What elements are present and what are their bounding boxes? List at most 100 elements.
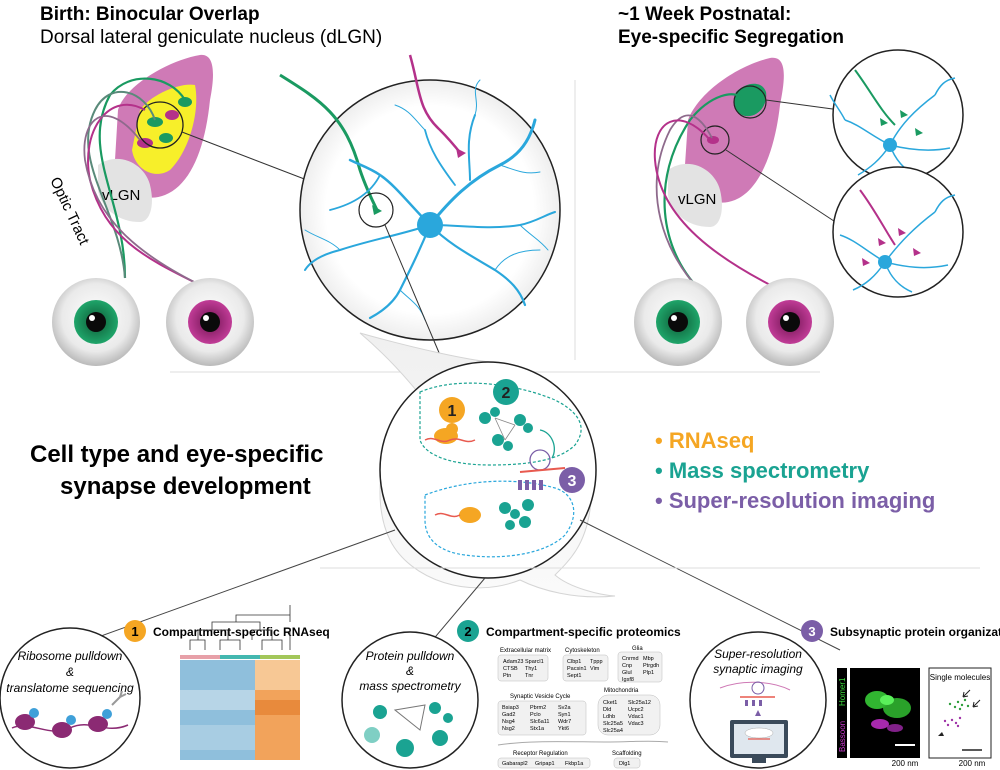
top-right-section: ~1 Week Postnatal: Eye-specific Segregat… <box>618 4 964 366</box>
legend-super-resolution: • Super-resolution imaging <box>655 488 935 513</box>
panel1-circle-line3: translatome sequencing <box>6 681 134 695</box>
panel2-number-badge <box>457 620 479 642</box>
gene: Ykt6 <box>558 726 569 732</box>
gene: Slc25a4 <box>603 728 623 734</box>
rnaseq-heatmap <box>180 605 300 760</box>
panel3-title: Subsynaptic protein organization <box>830 625 1000 639</box>
optic-tract-mixed-right <box>655 114 713 291</box>
optic-tract-green-right <box>663 93 746 291</box>
magenta-terminal <box>707 136 719 144</box>
go-glia: Glia <box>632 646 643 652</box>
gene: Bsiap3 <box>502 705 519 711</box>
magenta-bouton <box>456 148 466 158</box>
gene: Slc25a12 <box>628 700 651 706</box>
top-left-section: Birth: Binocular Overlap Dorsal lateral … <box>40 4 382 366</box>
go-receptor-regulation: Receptor Regulation <box>513 751 568 757</box>
gene: Gad2 <box>502 712 515 718</box>
channel-bassoon: Bassoon <box>838 721 847 752</box>
neuron-soma <box>417 212 443 238</box>
birth-title: Birth: Binocular Overlap <box>40 4 260 25</box>
gene: Gripap1 <box>535 761 555 767</box>
dlgn-subtitle: Dorsal lateral geniculate nucleus (dLGN) <box>40 27 382 48</box>
postnatal-title-line2: Eye-specific Segregation <box>618 27 844 48</box>
marker-1-label: 1 <box>448 403 457 420</box>
panel1-circle-line2: & <box>66 665 74 679</box>
legend-rnaseq: • RNAseq <box>655 428 754 453</box>
gene: Sept1 <box>567 673 581 679</box>
gene: CTSB <box>503 666 518 672</box>
gene: Mbp <box>643 656 654 662</box>
postsynaptic-terminal <box>424 480 575 558</box>
green-axon <box>279 73 380 213</box>
green-eye-left <box>52 278 140 366</box>
gene: Dld <box>603 707 611 713</box>
panel2-circle-line2: & <box>406 664 414 678</box>
vlgn-shape-left <box>98 158 152 222</box>
relay-neuron <box>304 79 556 321</box>
magenta-segregated-neuron <box>832 166 964 298</box>
gene: Cnrmd <box>622 656 639 662</box>
panel1-title: Compartment-specific RNAseq <box>153 625 330 639</box>
marker-2 <box>493 379 519 405</box>
panel-proteomics: 2 Compartment-specific proteomics Protei… <box>341 620 681 769</box>
microscope-monitor-art <box>719 681 791 763</box>
gene: Clbp1 <box>567 659 581 665</box>
gene: Wdr7 <box>558 719 571 725</box>
go-scaffolding: Scaffolding <box>612 751 642 757</box>
active-zone <box>519 467 566 473</box>
marker-1 <box>439 397 465 423</box>
green-terminal <box>178 97 192 107</box>
membrane-line <box>497 740 669 746</box>
green-segregated-neuron <box>829 49 964 181</box>
gene: Vdac1 <box>628 714 644 720</box>
gene: Gabarapl2 <box>502 761 528 767</box>
gene: Vdac3 <box>628 721 644 727</box>
receptor-cluster <box>518 480 543 490</box>
panel2-title: Compartment-specific proteomics <box>486 625 681 639</box>
vlgn-shape-right <box>668 163 722 227</box>
gene: Pacsin1 <box>567 666 587 672</box>
section-heading-line1: Cell type and eye-specific <box>30 441 323 468</box>
magenta-eye-right <box>746 278 834 366</box>
panel1-number: 1 <box>131 624 138 639</box>
zoom-line <box>725 149 841 226</box>
zoom-line-2 <box>384 224 441 356</box>
protein-cluster <box>479 407 533 451</box>
optic-tract-green <box>98 77 186 279</box>
panel-rnaseq: 1 Compartment-specific RNAseq Ribosome p… <box>0 605 330 769</box>
green-eye-territory <box>734 83 767 117</box>
gene: Plp1 <box>643 670 654 676</box>
legend-mass-spec: • Mass spectrometry <box>655 458 870 483</box>
panel3-number-badge <box>801 620 823 642</box>
gene: Ptrgdh <box>643 663 659 669</box>
method-legend: • RNAseq • Mass spectrometry • Super-res… <box>655 428 935 513</box>
panel-super-resolution: 3 Subsynaptic protein organization Super… <box>689 620 1000 769</box>
gene: Ldhb <box>603 714 615 720</box>
go-mitochondria: Mitochondria <box>604 688 639 694</box>
go-extracellular-matrix: Extracellular matrix <box>500 648 551 654</box>
interaction-network <box>494 417 516 441</box>
section-heading-line2: synapse development <box>60 473 311 500</box>
marker-3 <box>559 467 585 493</box>
gene: Vim <box>590 666 600 672</box>
gene: Igsf8 <box>622 677 634 683</box>
panel3-number: 3 <box>808 624 815 639</box>
channel-homer1: Homer1 <box>838 677 847 706</box>
panel1-circle <box>0 627 141 769</box>
gene: Sv2a <box>558 705 571 711</box>
panel2-number: 2 <box>464 624 471 639</box>
gene: Stx1a <box>530 726 545 732</box>
gene: Fkbp1a <box>565 761 584 767</box>
protein-cluster-post <box>499 499 534 530</box>
go-synaptic-vesicle-cycle: Synaptic Vesicle Cycle <box>510 694 571 700</box>
gene: Cket1 <box>603 700 617 706</box>
green-terminal <box>147 117 163 127</box>
marker-2-label: 2 <box>502 385 511 402</box>
panel3-circle-line2: synaptic imaging <box>713 662 803 676</box>
optic-tract-magenta-right <box>653 119 781 291</box>
gene: Slc25a5 <box>603 721 623 727</box>
gene: Adam23 <box>503 659 524 665</box>
gene: Nsg2 <box>502 726 515 732</box>
magnifier-circle-left <box>136 101 184 149</box>
gene: Ucpc2 <box>628 707 644 713</box>
